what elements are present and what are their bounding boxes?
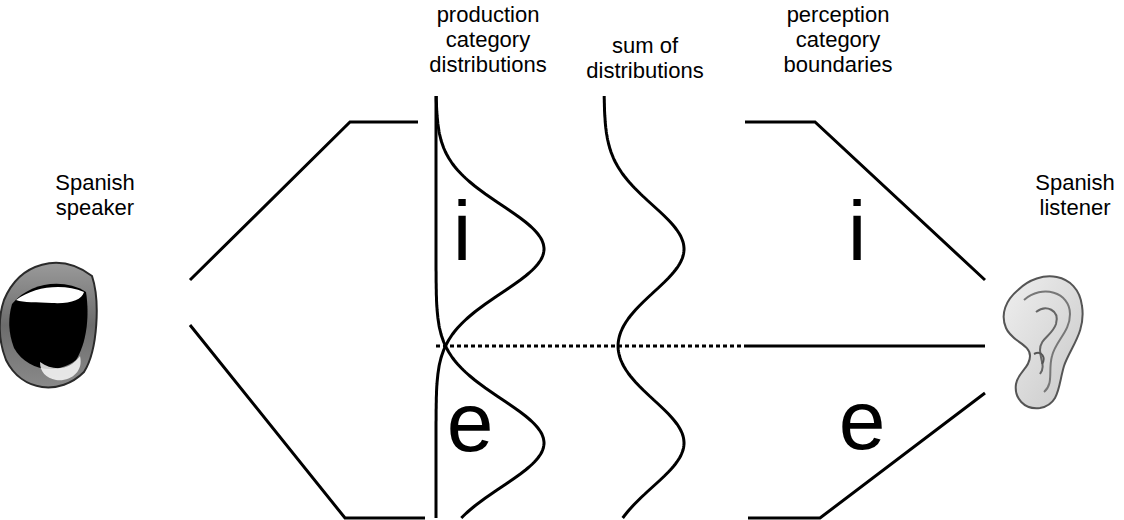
funnel-line <box>190 325 425 518</box>
column-heading: perception category boundaries <box>763 2 913 77</box>
ear-icon <box>1004 276 1083 408</box>
category-boundary <box>745 345 985 348</box>
listener-label: Spanish listener <box>1030 170 1120 220</box>
sum-curve <box>604 96 684 518</box>
category-letter: i <box>837 189 877 273</box>
funnel-line <box>190 122 418 280</box>
speaker-label: Spanish speaker <box>45 170 145 220</box>
mouth-icon <box>0 263 97 387</box>
category-letter: e <box>440 380 500 464</box>
column-heading: production category distributions <box>413 2 563 77</box>
category-letter: e <box>832 378 892 462</box>
funnel-line <box>745 122 985 280</box>
distribution-curve <box>436 96 544 518</box>
dotted-boundary <box>436 345 745 348</box>
column-heading: sum of distributions <box>570 33 720 83</box>
distribution-curve <box>436 96 544 518</box>
category-letter: i <box>442 189 482 273</box>
